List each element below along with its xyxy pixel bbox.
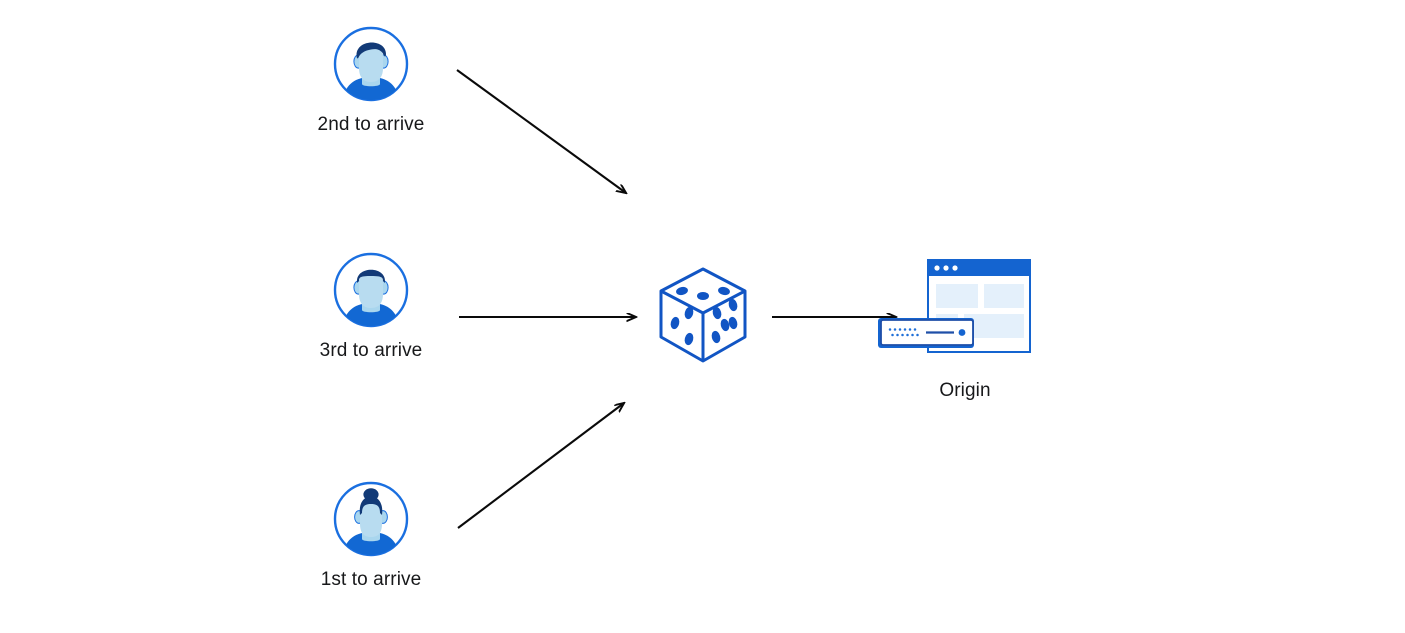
node-visitor-3rd[interactable]: 3rd to arrive	[291, 250, 451, 363]
node-visitor-2nd[interactable]: 2nd to arrive	[291, 24, 451, 137]
browser-window-icon	[927, 259, 1031, 353]
node-randomizer[interactable]	[655, 263, 765, 373]
user-avatar-icon	[333, 481, 409, 557]
user-avatar-icon	[333, 26, 409, 102]
dice-icon	[659, 267, 747, 363]
node-label-visitor-2nd: 2nd to arrive	[317, 114, 425, 135]
node-label-visitor-1st: 1st to arrive	[320, 569, 422, 590]
node-label-origin: Origin	[939, 380, 991, 401]
server-device-icon	[878, 318, 974, 348]
arrow-1st-to-dice	[457, 403, 624, 529]
browser-window-server-icon	[878, 259, 1031, 353]
node-visitor-1st[interactable]: 1st to arrive	[291, 479, 451, 592]
user-avatar-icon	[333, 252, 409, 328]
node-origin[interactable]: Origin	[870, 256, 1060, 403]
arrow-2nd-to-dice	[456, 69, 626, 193]
node-label-visitor-3rd: 3rd to arrive	[319, 340, 423, 361]
